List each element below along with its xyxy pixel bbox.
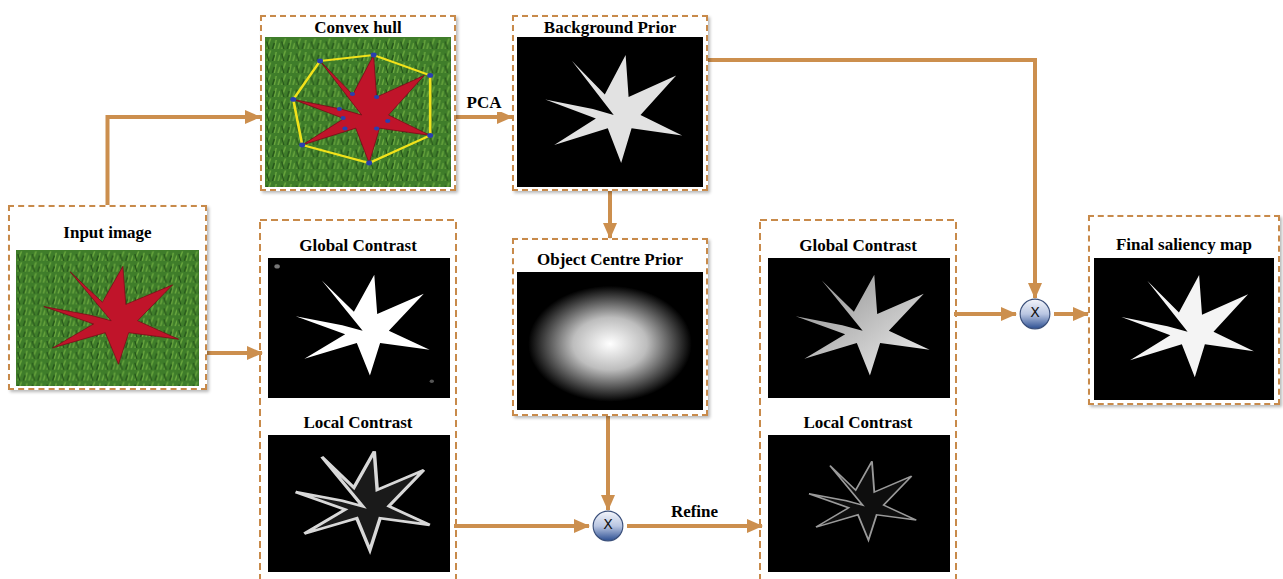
image-panel: Input image xyxy=(8,205,207,390)
convex-hull-photo xyxy=(265,37,451,187)
local-contrast-map xyxy=(268,435,450,572)
flow-arrow xyxy=(207,351,262,355)
panel-heading: Final saliency map xyxy=(1113,235,1255,254)
flow-arrow xyxy=(454,524,589,528)
local-contrast-map xyxy=(768,435,950,572)
panel-heading: Object Centre Prior xyxy=(534,250,686,269)
flow-arrow xyxy=(1054,312,1088,316)
panel-heading: Background Prior xyxy=(541,18,679,37)
image-panel: Final saliency map xyxy=(1088,215,1280,405)
panel-heading: Global Contrast xyxy=(296,236,420,255)
panel-heading: Local Contrast xyxy=(800,413,915,432)
image-panel: Convex hull xyxy=(260,15,456,191)
image-box: Global Contrast xyxy=(262,233,454,400)
background-prior-map xyxy=(517,37,703,187)
flow-arrow xyxy=(456,115,512,119)
object-centre-prior-map xyxy=(517,272,703,410)
image-box: Global Contrast xyxy=(762,233,954,400)
multiply-circle: X xyxy=(589,510,627,542)
column-panel xyxy=(760,220,956,579)
image-box: Local Contrast xyxy=(762,410,954,573)
panel-heading: Local Contrast xyxy=(300,413,415,432)
flow-arrow xyxy=(608,191,612,238)
flow-arrow xyxy=(708,60,1035,298)
operator-symbol: X xyxy=(1016,298,1054,326)
flow-arrow xyxy=(627,524,762,528)
panel-heading: Convex hull xyxy=(311,18,404,37)
image-box: Local Contrast xyxy=(262,410,454,573)
column-panel xyxy=(260,220,456,579)
flow-arrow xyxy=(606,416,610,510)
panel-heading: Global Contrast xyxy=(796,236,920,255)
input-photo xyxy=(16,250,199,386)
final-saliency-map xyxy=(1094,258,1274,400)
operator-symbol: X xyxy=(589,510,627,538)
global-contrast-map xyxy=(268,258,450,398)
image-panel: Object Centre Prior xyxy=(512,238,708,416)
global-contrast-map xyxy=(768,258,950,398)
edge-label: PCA xyxy=(465,93,504,112)
flow-arrow xyxy=(108,117,261,205)
image-panel: Background Prior xyxy=(512,15,708,191)
edge-label: Refine xyxy=(669,502,720,521)
multiply-circle: X xyxy=(1016,298,1054,330)
flow-arrow xyxy=(954,312,1016,316)
panel-heading: Input image xyxy=(60,223,154,242)
